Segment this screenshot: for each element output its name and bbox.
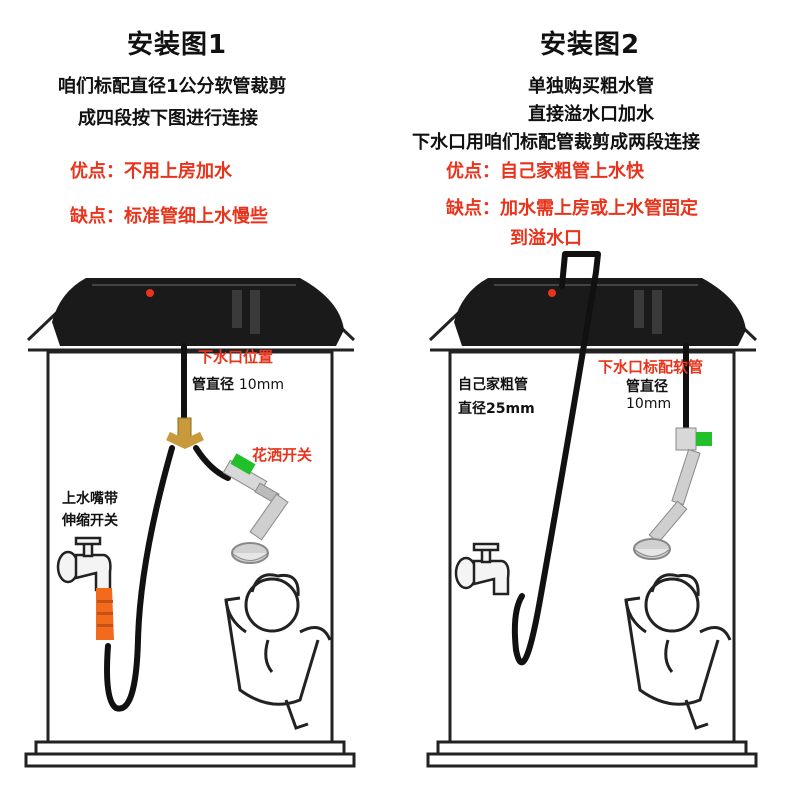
thick-fill-pipe [511, 251, 601, 666]
panel1-label-pipe-diameter: 管直径 10mm [192, 374, 284, 394]
shower-valve-1 [222, 453, 289, 564]
faucet-2 [454, 542, 510, 596]
y-connector-1 [166, 417, 204, 449]
panel2-label-drain: 下水口标配软管 [598, 358, 704, 376]
panel1-label-pipe-text: 管直径 [192, 377, 234, 393]
panel1-instruction-line2: 成四段按下图进行连接 [78, 108, 258, 129]
panel1-cons: 缺点：标准管细上水慢些 [70, 206, 268, 227]
water-bag-tank-1 [52, 278, 344, 346]
panel1-label-drain: 下水口位置 [198, 348, 274, 366]
panel2-instruction-line1: 单独购买粗水管 [528, 76, 654, 97]
orange-faucet-adapter [96, 588, 114, 640]
panel2-pros: 优点：自己家粗管上水快 [446, 161, 644, 182]
panel1-label-pipe-size: 10mm [238, 377, 284, 393]
water-bag-tank-2 [454, 278, 746, 346]
panel2-label-thick-diameter: 直径25mm [458, 401, 535, 417]
shower-valve-2 [633, 427, 712, 560]
panel2-title: 安装图2 [540, 30, 641, 60]
panel1-title: 安装图1 [127, 30, 228, 60]
panel2-instruction-line2: 直接溢水口加水 [528, 104, 654, 125]
faucet-1 [56, 536, 112, 592]
panel1-label-faucet-line1: 上水嘴带 [62, 491, 118, 507]
panel2-cons-line2: 到溢水口 [510, 228, 582, 249]
shower-stall-2 [426, 296, 758, 768]
panel2-instruction-line3: 下水口用咱们标配管裁剪成两段连接 [412, 132, 700, 153]
panel1-pros: 优点：不用上房加水 [70, 161, 232, 182]
panel2-label-pipe-size: 10mm [626, 396, 672, 412]
hose-system-1 [104, 343, 231, 712]
panel2-cons-line1: 缺点：加水需上房或上水管固定 [446, 198, 698, 219]
shower-stall-1 [24, 296, 356, 768]
child-with-towel-1 [224, 573, 332, 730]
panel2-label-thick-pipe: 自己家粗管 [458, 377, 528, 393]
panel1-label-faucet-line2: 伸缩开关 [62, 513, 118, 529]
child-with-towel-2 [624, 573, 732, 730]
panel1-instruction-line1: 咱们标配直径1公分软管裁剪 [58, 76, 287, 97]
panel1-label-shower-switch: 花洒开关 [252, 446, 313, 464]
panel2-label-pipe-text: 管直径 [626, 379, 668, 395]
